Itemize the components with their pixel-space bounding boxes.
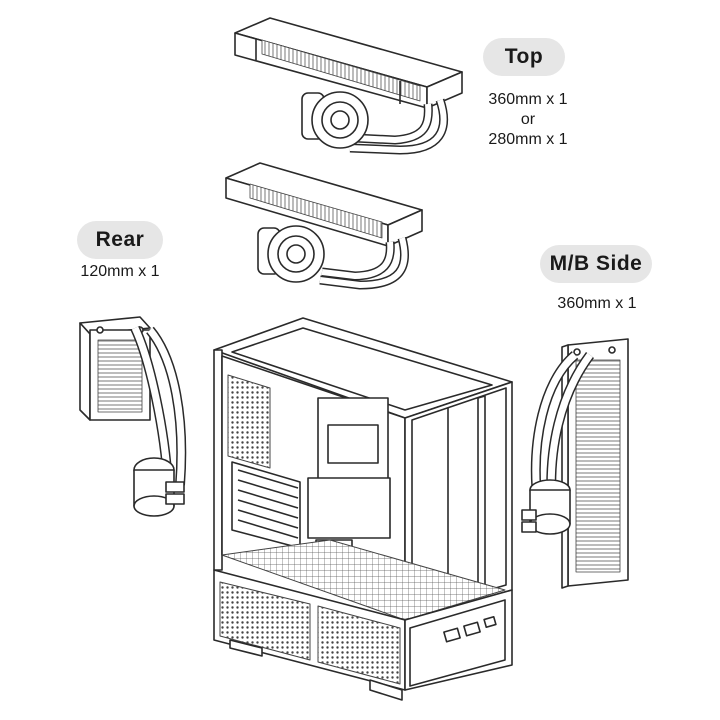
top-spec-line-2: or <box>520 111 536 128</box>
pc-case <box>213 317 513 701</box>
mb-side-radiator-360 <box>521 338 629 589</box>
rear-label-pill: Rear <box>77 221 163 259</box>
rear-radiator-120 <box>79 316 187 517</box>
rear-spec-line-1: 120mm x 1 <box>80 263 160 280</box>
mb-side-label-pill: M/B Side <box>540 245 652 283</box>
mb-side-spec-text: 360mm x 1 <box>537 294 657 314</box>
top-label-pill: Top <box>483 38 565 76</box>
top-spec-line-1: 360mm x 1 <box>488 91 568 108</box>
mb-side-spec-line-1: 360mm x 1 <box>557 295 637 312</box>
top-radiator-280 <box>225 162 423 290</box>
rear-spec-text: 120mm x 1 <box>60 262 180 282</box>
top-spec-text: 360mm x 1 or 280mm x 1 <box>468 90 588 150</box>
top-radiator-360 <box>234 17 463 155</box>
pcie-slots <box>231 461 301 549</box>
top-spec-line-3: 280mm x 1 <box>488 131 568 148</box>
